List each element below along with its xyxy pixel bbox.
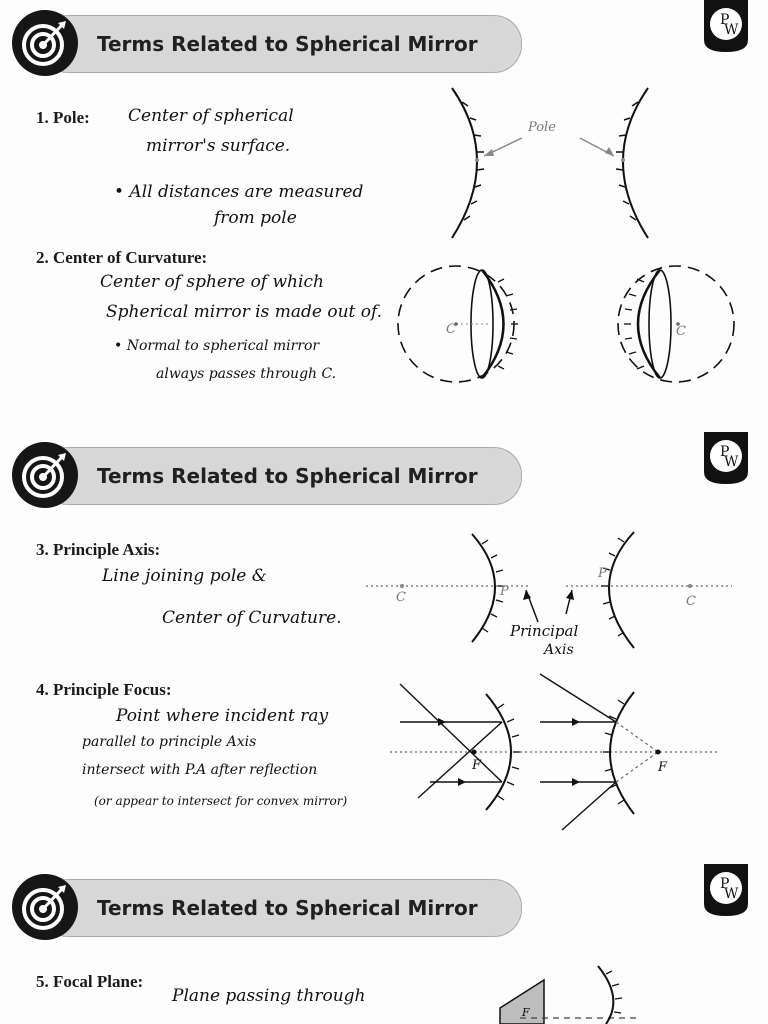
target-icon xyxy=(12,874,78,940)
coc-note-2: Spherical mirror is made out of. xyxy=(106,302,383,322)
axis-label-c-left: C xyxy=(396,590,406,605)
slide-3: Terms Related to Spherical Mirror P W 5.… xyxy=(0,864,768,1024)
coc-label-left: C xyxy=(446,322,456,337)
pole-note-4: from pole xyxy=(214,208,297,228)
coc-label-right: C xyxy=(676,324,686,339)
focus-note-3: intersect with P.A after reflection xyxy=(82,762,318,778)
pole-diagram xyxy=(451,87,649,239)
svg-text:P: P xyxy=(720,444,729,460)
pole-note-2: mirror's surface. xyxy=(146,136,291,156)
target-icon xyxy=(12,10,78,76)
axis-note-1: Line joining pole & xyxy=(102,566,267,586)
principal-axis-diagram xyxy=(366,531,732,649)
slide-title: Terms Related to Spherical Mirror xyxy=(97,464,478,488)
pole-note-1: Center of spherical xyxy=(128,106,294,126)
svg-text:P: P xyxy=(720,876,729,892)
center-of-curvature-diagram xyxy=(397,265,735,383)
axis-label-axis: Axis xyxy=(544,642,574,658)
term-label-principle-axis: 3. Principle Axis: xyxy=(36,540,161,559)
focus-label-left: F xyxy=(472,758,482,773)
axis-note-2: Center of Curvature. xyxy=(162,608,342,628)
axis-label-c-right: C xyxy=(686,594,696,609)
svg-text:P: P xyxy=(720,12,729,28)
term-label-center-of-curvature: 2. Center of Curvature: xyxy=(36,248,208,267)
title-banner: Terms Related to Spherical Mirror xyxy=(40,879,522,937)
slide-2: Terms Related to Spherical Mirror P W 3.… xyxy=(0,432,768,864)
coc-note-4: always passes through C. xyxy=(156,366,337,382)
pole-diagram-label: Pole xyxy=(528,120,556,135)
target-icon xyxy=(12,442,78,508)
term-label-principle-focus: 4. Principle Focus: xyxy=(36,680,172,699)
term-label-focal-plane: 5. Focal Plane: xyxy=(36,972,144,991)
title-banner: Terms Related to Spherical Mirror xyxy=(40,15,522,73)
slide-1: Terms Related to Spherical Mirror P W 1.… xyxy=(0,0,768,432)
axis-label-p-left: P xyxy=(500,584,509,599)
pole-note-3: • All distances are measured xyxy=(114,182,364,202)
title-banner: Terms Related to Spherical Mirror xyxy=(40,447,522,505)
pw-logo: P W xyxy=(704,864,748,916)
slide-title: Terms Related to Spherical Mirror xyxy=(97,32,478,56)
focal-plane-diagram xyxy=(499,965,640,1024)
axis-label-principal: Principal xyxy=(510,622,579,640)
axis-label-p-right: P xyxy=(598,566,607,581)
focal-plane-label-f: F xyxy=(522,1006,530,1019)
focus-note-1: Point where incident ray xyxy=(116,706,329,726)
term-label-pole: 1. Pole: xyxy=(36,108,90,127)
pw-logo: P W xyxy=(704,432,748,484)
coc-note-3: • Normal to spherical mirror xyxy=(114,338,320,354)
principal-focus-diagram xyxy=(390,673,720,831)
pw-logo: P W xyxy=(704,0,748,52)
svg-text:W: W xyxy=(724,454,739,470)
svg-text:W: W xyxy=(724,22,739,38)
focus-label-right: F xyxy=(658,760,668,775)
focus-note-2: parallel to principle Axis xyxy=(82,734,257,750)
coc-note-1: Center of sphere of which xyxy=(100,272,324,292)
slide-title: Terms Related to Spherical Mirror xyxy=(97,896,478,920)
focal-plane-note-1: Plane passing through xyxy=(172,986,366,1006)
svg-text:W: W xyxy=(724,886,739,902)
focus-note-4: (or appear to intersect for convex mirro… xyxy=(94,794,348,808)
